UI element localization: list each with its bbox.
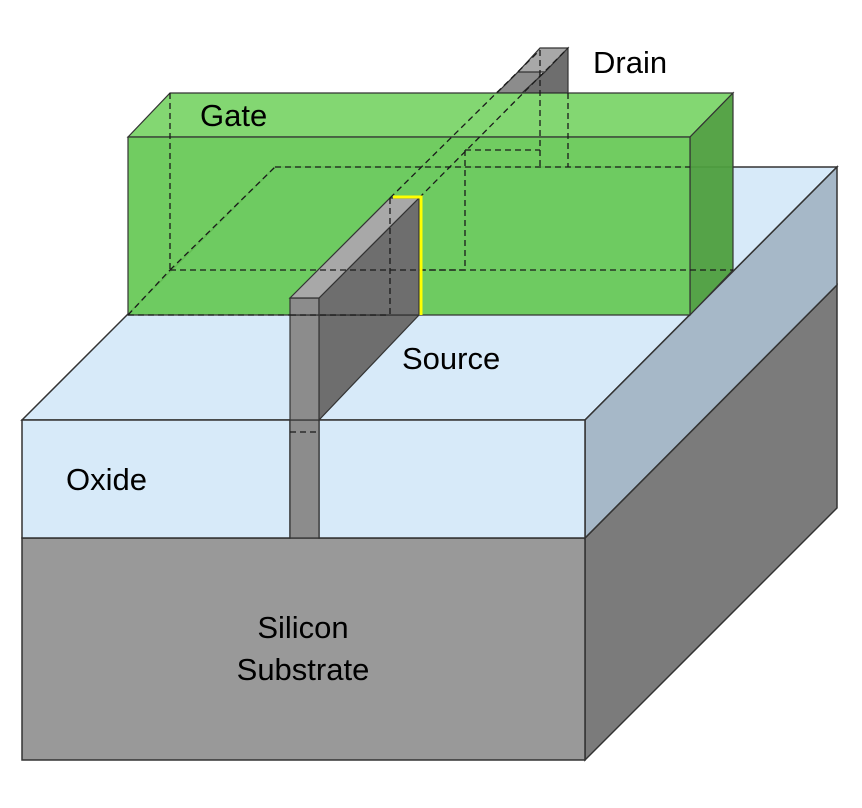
fin-lower-front: [289, 419, 320, 539]
source-label: Source: [402, 341, 500, 376]
oxide-front-face-left: [21, 419, 291, 539]
gate-label: Gate: [200, 98, 267, 133]
substrate-label-line1: Silicon: [257, 610, 348, 645]
hidden-edges: [127, 47, 733, 433]
oxide-front-face-right: [318, 419, 586, 539]
fin-front-over-gate: [289, 297, 320, 316]
channel-highlight: [393, 195, 423, 315]
oxide-label: Oxide: [66, 462, 147, 497]
substrate-label-line2: Substrate: [237, 652, 370, 687]
drain-label: Drain: [593, 45, 667, 80]
fin-source-front: [289, 297, 320, 421]
substrate-front-face: [21, 537, 586, 761]
